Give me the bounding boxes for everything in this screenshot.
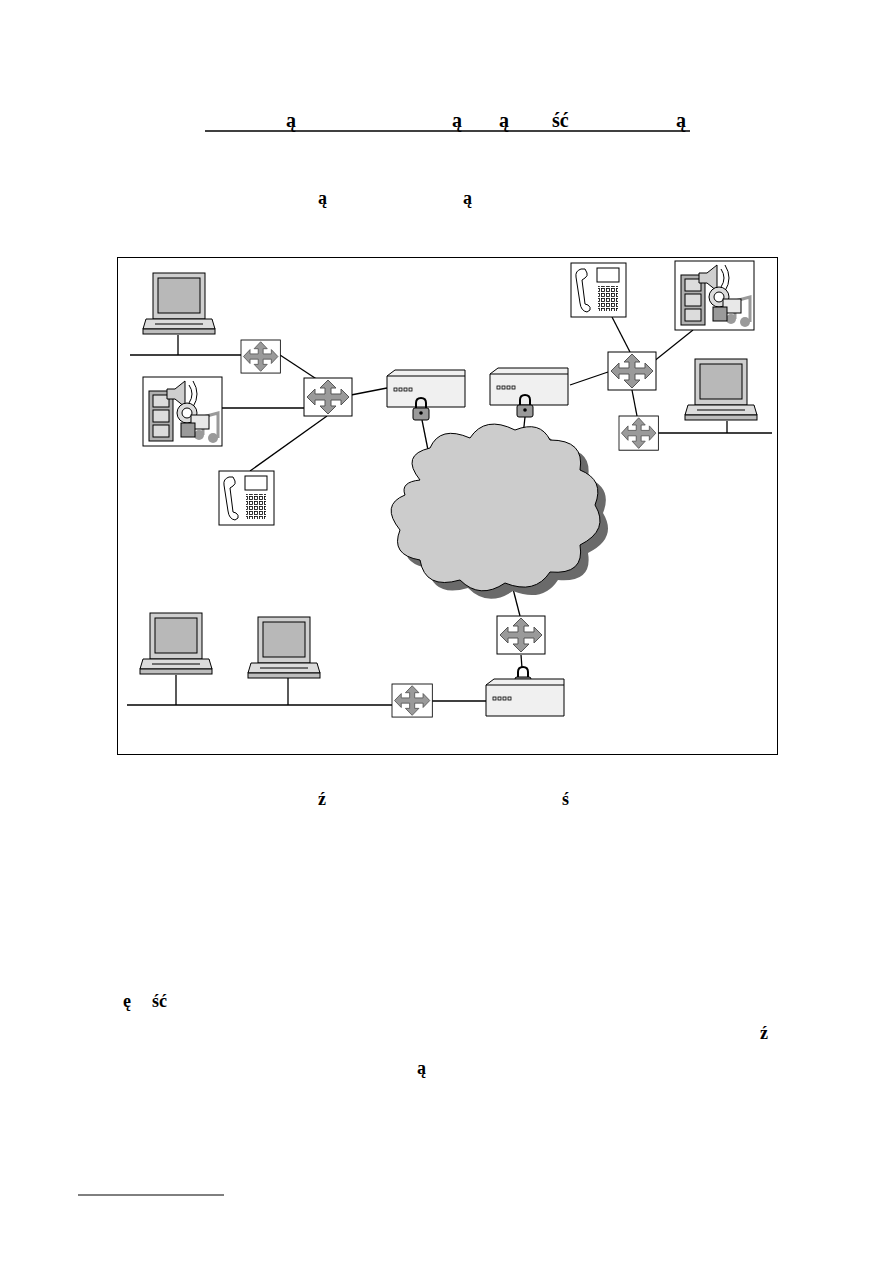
text-fragment: ą [463, 189, 472, 207]
text-fragment: ś [562, 790, 569, 808]
heading-fragment: ą [452, 110, 462, 130]
text-fragment: ź [318, 790, 326, 808]
text-fragment: ść [152, 992, 167, 1010]
text-fragment: ź [760, 1024, 768, 1042]
heading-fragment: ą [676, 110, 686, 130]
heading-fragment: ą [286, 110, 296, 130]
heading-fragment: ą [499, 110, 509, 130]
text-fragment: ą [318, 189, 327, 207]
text-fragment: ą [417, 1059, 426, 1077]
heading-fragment: ść [552, 110, 569, 130]
text-fragment: ę [123, 992, 131, 1010]
